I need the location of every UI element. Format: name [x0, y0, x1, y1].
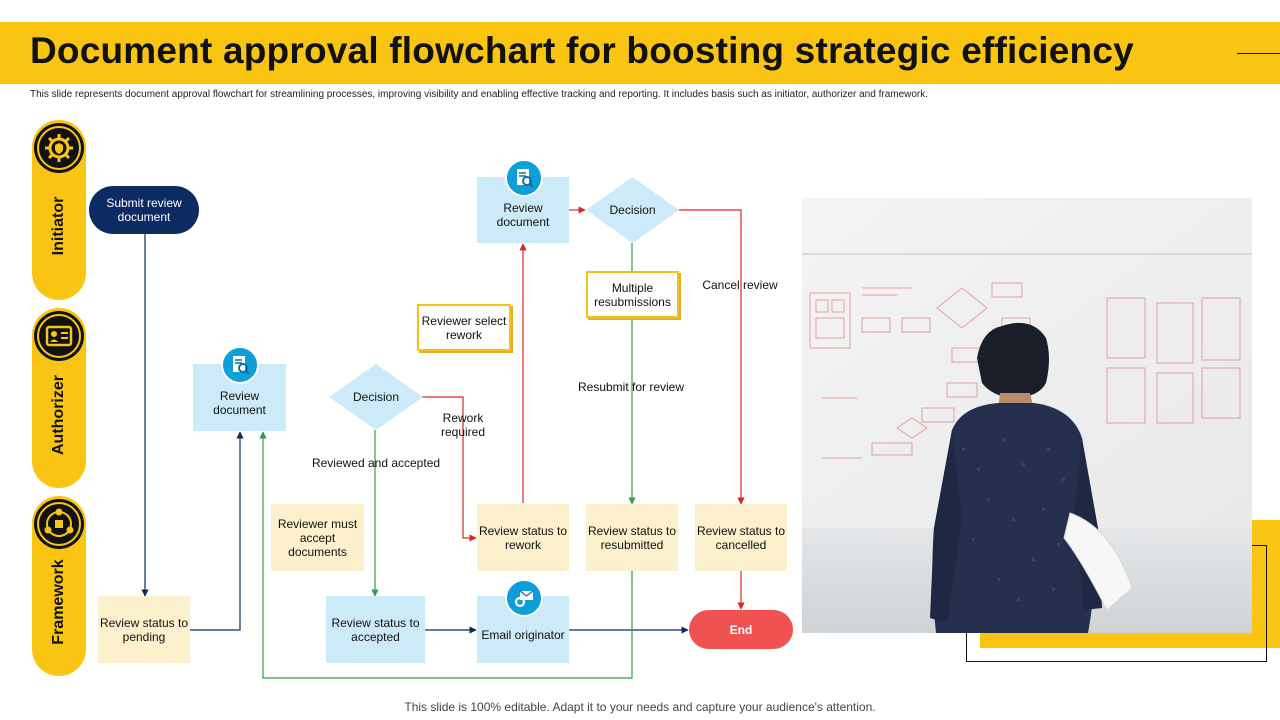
flow-connectors	[141, 206, 745, 679]
title-bar	[0, 22, 1280, 84]
connector-pending-to-review	[190, 431, 244, 631]
decision-label-2: Decision	[609, 203, 656, 217]
page-title: Document approval flowchart for boosting…	[30, 30, 1134, 71]
connector-decision-to-cancelled	[679, 209, 745, 505]
edge-label-rework-required: Rework required	[440, 411, 486, 439]
email-gear-icon	[505, 579, 543, 617]
decision-diamond-1	[329, 364, 423, 430]
man-at-whiteboard-photo	[802, 198, 1252, 633]
review-document-node-authorizer: Review document	[193, 364, 286, 431]
reviewer-must-accept-note: Reviewer must accept documents	[271, 504, 364, 571]
decision-diamond-2	[586, 177, 679, 243]
edge-label-cancel-review: Cancel review	[702, 278, 778, 292]
edge-label-resubmit-for-review: Resubmit for review	[577, 380, 685, 394]
gear-shield-icon	[37, 126, 81, 170]
connector-resubmitted-to-review	[259, 431, 633, 679]
footer-note: This slide is 100% editable. Adapt it to…	[404, 700, 876, 714]
title-accent-rule	[1237, 53, 1280, 54]
end-node: End	[689, 610, 793, 649]
document-search-icon	[221, 346, 259, 384]
page-subtitle: This slide represents document approval …	[30, 89, 929, 100]
status-cancelled-node: Review status to cancelled	[695, 504, 787, 571]
id-card-icon	[37, 314, 81, 358]
decision-label-1: Decision	[352, 390, 400, 404]
connector-decision-to-rework	[422, 396, 477, 542]
reviewer-select-rework-note: Reviewer select rework	[417, 304, 511, 351]
edge-label-reviewed-accepted: Reviewed and accepted	[311, 456, 441, 470]
multiple-resubmissions-note: Multiple resubmissions	[586, 271, 679, 318]
network-icon	[37, 502, 81, 546]
status-resubmitted-node: Review status to resubmitted	[586, 504, 678, 571]
status-rework-node: Review status to rework	[477, 504, 569, 571]
document-search-icon	[505, 159, 543, 197]
status-pending-node: Review status to pending	[98, 596, 190, 663]
submit-review-node: Submit review document	[89, 186, 199, 234]
status-accepted-node: Review status to accepted	[326, 596, 425, 663]
